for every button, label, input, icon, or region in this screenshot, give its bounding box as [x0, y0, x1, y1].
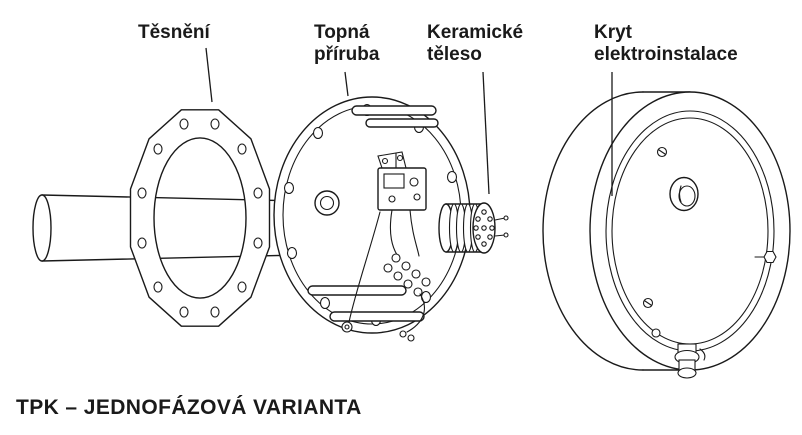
gasket-bolt-holes: [137, 118, 263, 318]
label-heating-flange: Topná příruba: [314, 22, 380, 66]
thermostat-drawing: [377, 151, 427, 211]
heating-flange-drawing: [273, 96, 471, 342]
label-ceramic-element: Keramické těleso: [427, 22, 524, 66]
wires-and-terminals: [383, 209, 431, 342]
gasket-drawing: [129, 109, 271, 327]
ceramic-element-drawing: [438, 202, 509, 254]
ceramic-end-face: [472, 202, 496, 254]
label-cover: Kryt elektroinstalace: [594, 22, 738, 66]
flange-center-boss: [314, 190, 340, 216]
capillary-tube: [341, 211, 381, 333]
label-gasket: Těsnění: [138, 22, 210, 43]
diagram-caption: TPK – JEDNOFÁZOVÁ VARIANTA: [16, 396, 362, 419]
leader-ceramic: [482, 71, 490, 195]
heating-rods: [307, 105, 439, 322]
cover-grommet: [669, 176, 699, 212]
cover-screws: [642, 146, 668, 338]
cable-gland: [674, 343, 706, 379]
ceramic-face-holes: [473, 209, 495, 247]
cover-side-bolt: [754, 250, 777, 264]
leader-gasket: [205, 47, 213, 103]
cover-drawing: [542, 91, 791, 379]
leader-lines: [205, 47, 613, 196]
leader-flange: [344, 71, 349, 97]
